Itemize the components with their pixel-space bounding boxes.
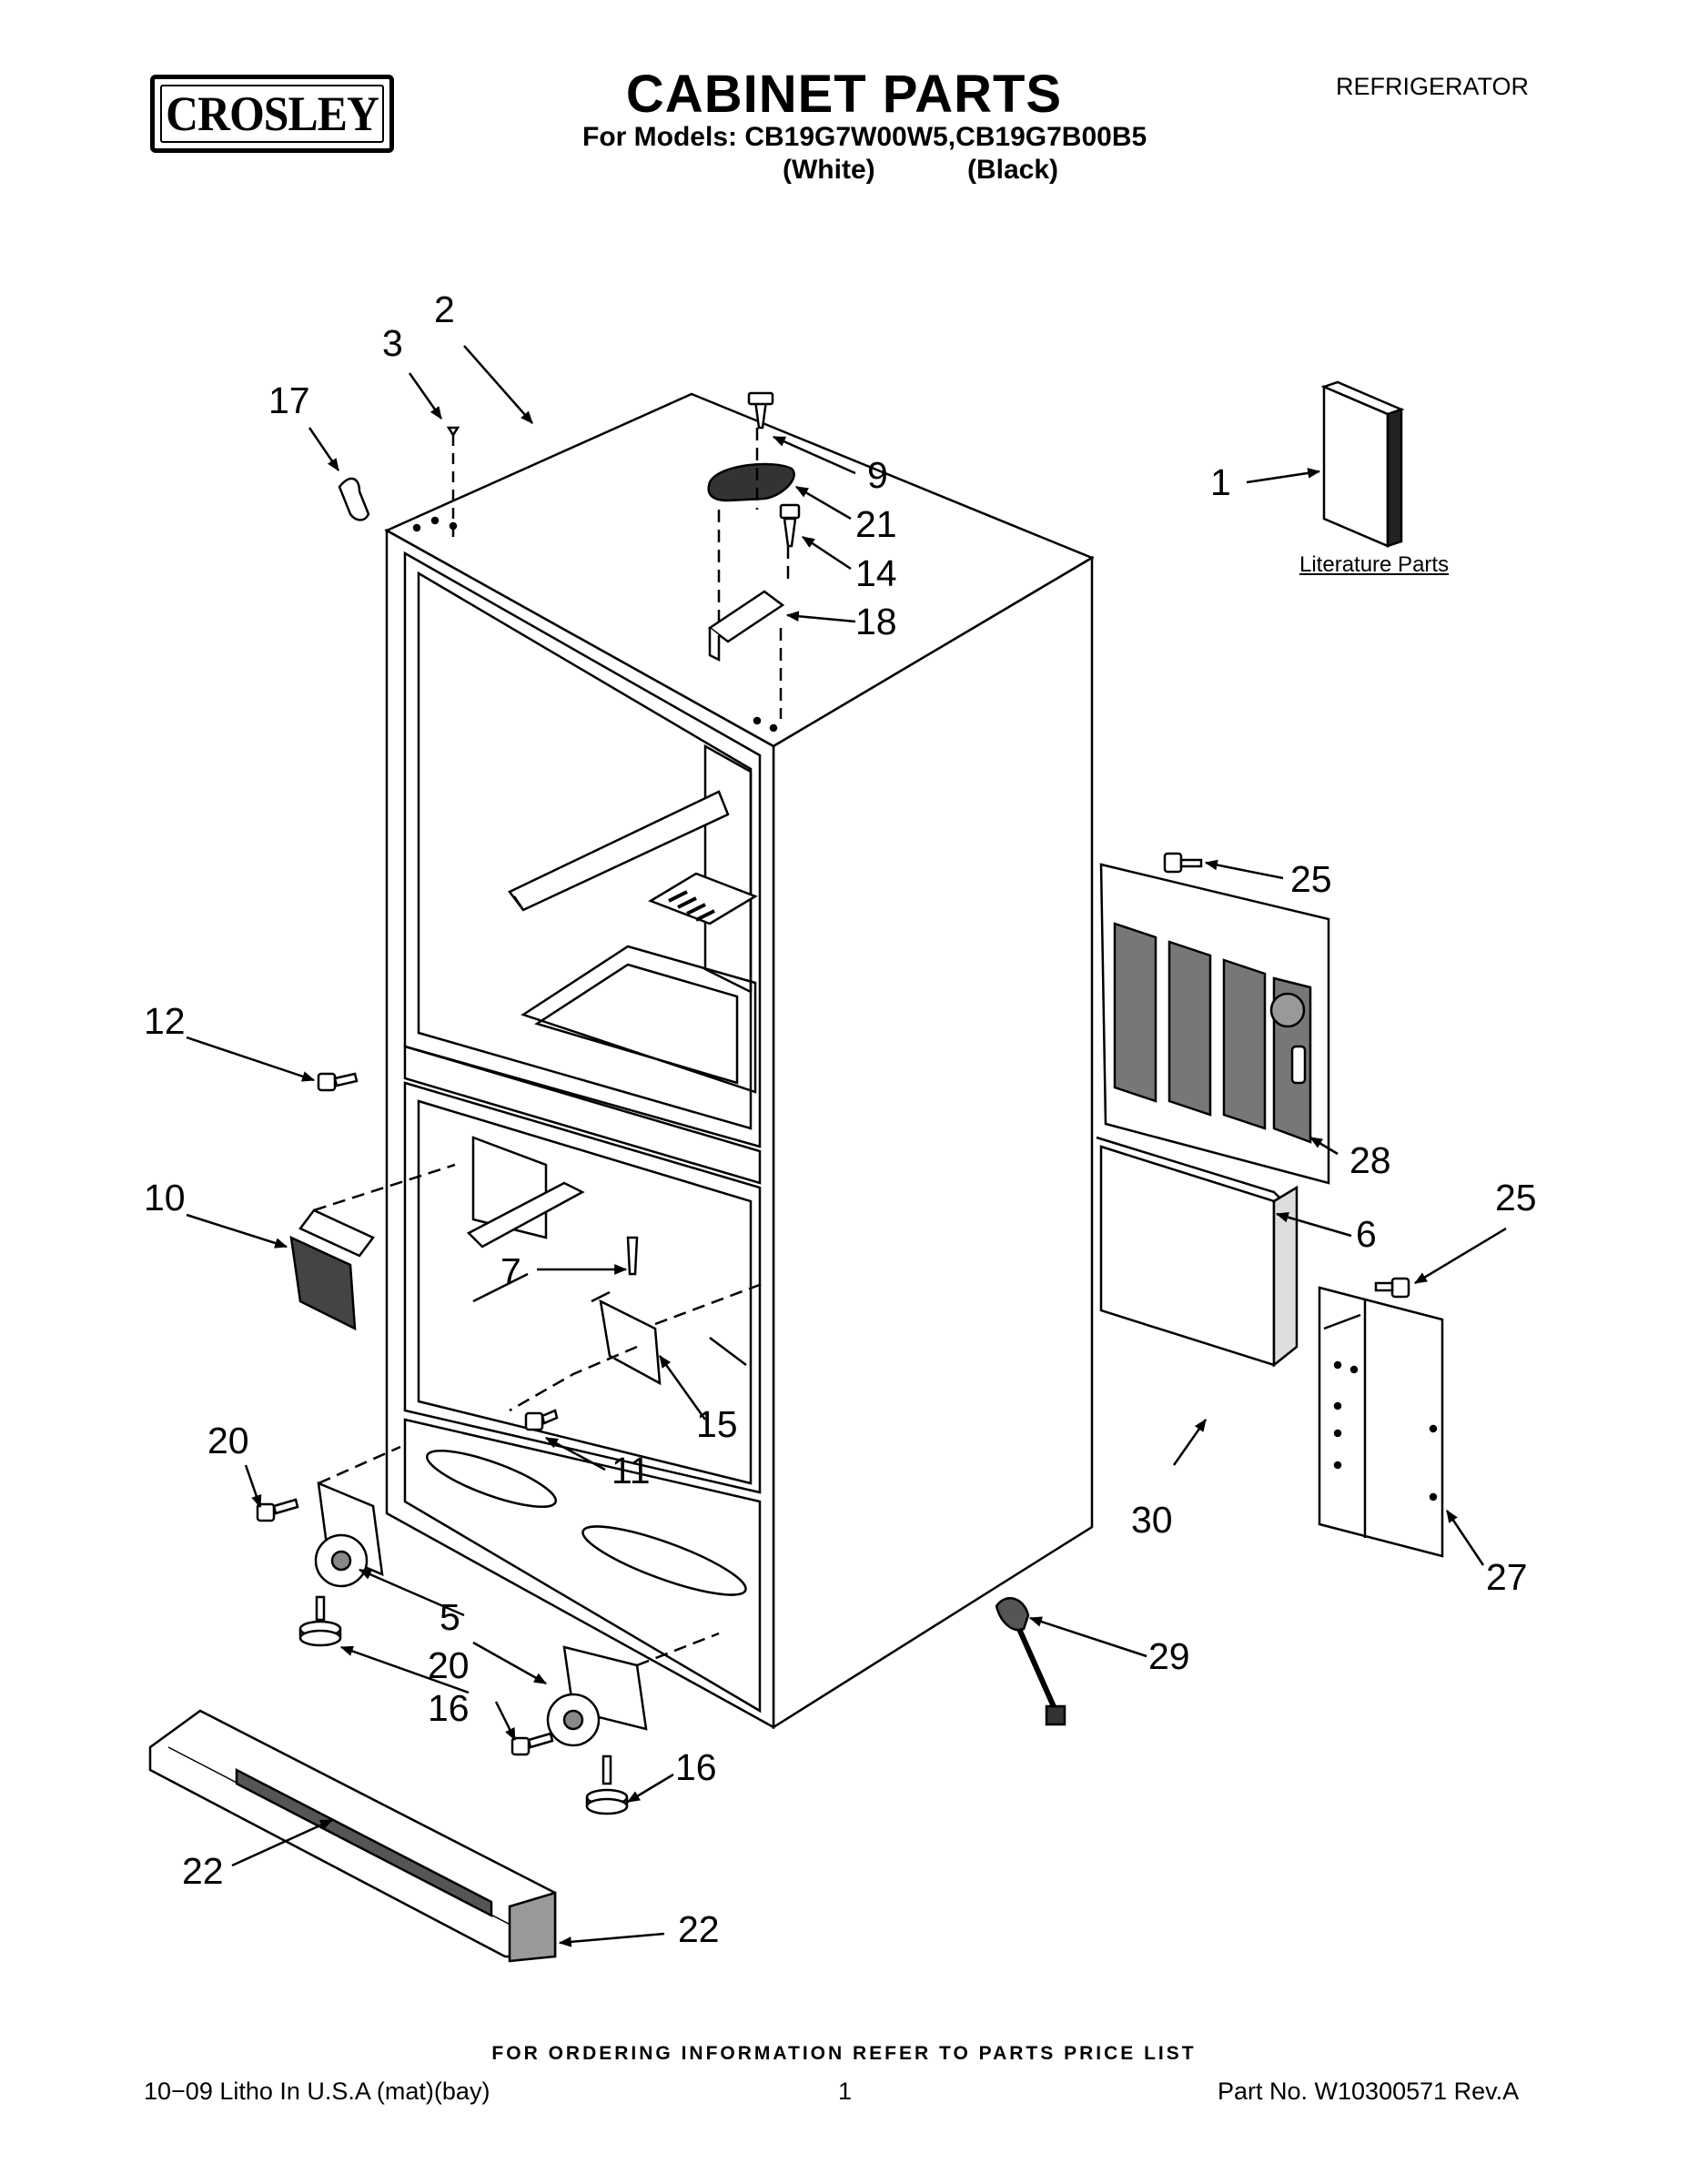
literature-parts-label: Literature Parts	[1299, 552, 1450, 577]
cabinet	[384, 392, 1095, 1730]
callout-15: 15	[696, 1403, 738, 1445]
callout-22-right: 22	[678, 1908, 720, 1950]
callout-16-left: 16	[428, 1687, 470, 1729]
screw-20-right	[510, 1732, 554, 1756]
screw-25-lower	[1374, 1277, 1410, 1299]
litho-line: 10−09 Litho In U.S.A (mat)(bay)	[144, 2078, 490, 2105]
literature-book-icon	[1320, 380, 1405, 548]
ordering-note: FOR ORDERING INFORMATION REFER TO PARTS …	[491, 2043, 1197, 2064]
vent-slots	[648, 872, 758, 925]
leveling-leg-left	[298, 1595, 342, 1647]
cover-10	[289, 1163, 456, 1331]
category-label: REFRIGERATOR	[1336, 73, 1530, 100]
screw-20-left	[256, 1498, 299, 1522]
callout-20-right: 20	[428, 1644, 470, 1686]
callout-29: 29	[1148, 1635, 1190, 1677]
part-number: Part No. W10300571 Rev.A	[1218, 2078, 1520, 2105]
wire-harness-29	[995, 1597, 1066, 1726]
callout-3: 3	[382, 322, 403, 364]
roller-assembly-right	[546, 1632, 720, 1747]
logo-inner-border	[160, 85, 384, 143]
bracket-15-and-pin-7	[509, 1236, 765, 1412]
crosley-logo: CROSLEY	[150, 75, 394, 153]
screw-12	[317, 1072, 359, 1092]
callout-11: 11	[612, 1450, 651, 1491]
callout-20-left: 20	[207, 1420, 249, 1461]
panel-30	[1096, 1136, 1299, 1368]
callout-25-upper: 25	[1290, 858, 1332, 900]
callout-25-lower: 25	[1495, 1177, 1537, 1218]
callout-6: 6	[1356, 1213, 1377, 1255]
models-line: For Models: CB19G7W00W5,CB19G7B00B5	[582, 122, 1147, 152]
callout-22-left: 22	[182, 1850, 224, 1892]
callout-28: 28	[1349, 1139, 1391, 1181]
callout-7: 7	[500, 1250, 521, 1292]
base-grille-22	[148, 1709, 557, 1963]
strip-17-icon	[338, 477, 370, 521]
top-hinge-assembly	[707, 391, 801, 719]
callout-18: 18	[855, 601, 897, 642]
page-title: CABINET PARTS	[625, 65, 1063, 124]
callout-16-right: 16	[675, 1746, 717, 1788]
callout-12: 12	[144, 1000, 186, 1042]
variant-black: (Black)	[967, 155, 1059, 185]
callout-17: 17	[268, 379, 310, 421]
callout-21: 21	[855, 503, 897, 545]
variant-white: (White)	[783, 155, 875, 185]
callout-2: 2	[434, 288, 455, 330]
callout-9: 9	[867, 454, 888, 496]
logo-text: CROSLEY	[166, 86, 379, 141]
access-panel-28	[1099, 863, 1330, 1185]
screw-25-upper	[1163, 852, 1203, 874]
leader-arrows	[186, 345, 1507, 1947]
page-number: 1	[838, 2078, 853, 2105]
screw-11	[524, 1409, 559, 1431]
callout-1: 1	[1210, 461, 1231, 503]
callout-10: 10	[144, 1177, 186, 1218]
screw-3-icon	[446, 426, 460, 537]
roller-assembly-left	[314, 1445, 401, 1588]
callout-14: 14	[855, 552, 897, 594]
callout-5: 5	[440, 1596, 460, 1638]
callout-30: 30	[1131, 1499, 1173, 1541]
callout-27: 27	[1486, 1556, 1528, 1598]
panel-27	[1318, 1286, 1444, 1558]
leveling-leg-right	[585, 1754, 629, 1815]
